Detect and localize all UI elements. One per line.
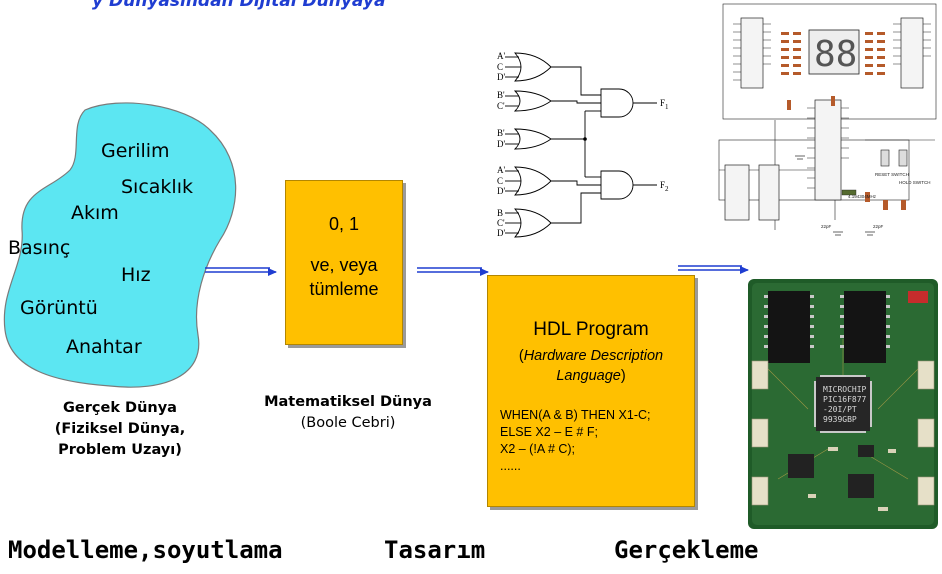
cap-label: 22pF bbox=[873, 224, 884, 229]
svg-text:88: 88 bbox=[814, 34, 857, 75]
math-op-complement: tümleme bbox=[309, 279, 379, 299]
label-design: Tasarım bbox=[384, 536, 486, 564]
quantity-image: Görüntü bbox=[20, 297, 98, 319]
decoder-chip-right bbox=[900, 17, 924, 89]
chip-label-line: 9939GBP bbox=[823, 415, 857, 424]
math-box: 0, 1 ve, veya tümleme bbox=[285, 180, 403, 345]
input-label: C' bbox=[497, 218, 505, 228]
input-label: D' bbox=[497, 186, 505, 196]
physical-world-blob bbox=[3, 102, 237, 388]
input-label: C bbox=[497, 62, 503, 72]
output-label-f1: F1 bbox=[660, 98, 669, 111]
reset-switch-label: RESET SWITCH bbox=[875, 172, 909, 177]
decoder-chip-left bbox=[740, 17, 764, 89]
label-modeling: Modelleme,soyutlama bbox=[8, 536, 283, 564]
arrow-physical-to-math bbox=[205, 267, 277, 276]
quantity-speed: Hız bbox=[121, 264, 151, 286]
quantity-switch: Anahtar bbox=[66, 336, 142, 358]
input-label: C' bbox=[497, 101, 505, 111]
counter-chip-2 bbox=[758, 164, 780, 221]
quantity-temperature: Sıcaklık bbox=[121, 176, 193, 198]
input-label: B bbox=[497, 208, 503, 218]
hdl-subtitle: (Hardware Description Language) bbox=[518, 348, 664, 384]
memory-chip-right bbox=[844, 291, 886, 363]
logic-gate-diagram: A' C D' B' C' B' D' A' C D' B C' D' F1 F… bbox=[497, 43, 687, 248]
cap-label: 22pF bbox=[821, 224, 832, 229]
crystal bbox=[841, 189, 857, 196]
arrow-math-to-hdl bbox=[417, 267, 489, 276]
input-label: D' bbox=[497, 72, 505, 82]
input-label: D' bbox=[497, 139, 505, 149]
microcontroller-chip bbox=[814, 99, 842, 201]
pcb-image: MICROCHIP PIC16F877 -20I/PT 9939GBP bbox=[748, 279, 938, 529]
small-chip-left bbox=[788, 454, 814, 478]
chip-label-line: PIC16F877 bbox=[823, 395, 867, 404]
hold-switch-label: HOLD SWITCH bbox=[899, 180, 931, 185]
arrow-hdl-to-hardware bbox=[678, 265, 749, 274]
seven-segment-display: 88 bbox=[808, 29, 860, 75]
math-values: 0, 1 bbox=[328, 214, 360, 234]
quantity-current: Akım bbox=[71, 202, 119, 224]
hdl-program-box: HDL Program (Hardware Description Langua… bbox=[487, 275, 695, 507]
chip-label-line: MICROCHIP bbox=[823, 385, 867, 394]
input-label: A' bbox=[497, 165, 505, 175]
math-op-and-or: ve, veya bbox=[310, 255, 378, 275]
label-implementation: Gerçekleme bbox=[614, 536, 759, 564]
top-heading: y Dünyasından Dijital Dünyaya bbox=[92, 0, 386, 11]
small-chip-right bbox=[848, 474, 874, 498]
hdl-code: WHEN(A & B) THEN X1-C; ELSE X2 – E # F; … bbox=[500, 408, 651, 473]
counter-chip bbox=[724, 164, 750, 221]
input-label: B' bbox=[497, 128, 505, 138]
quantity-pressure: Basınç bbox=[8, 237, 71, 259]
input-label: B' bbox=[497, 90, 505, 100]
resistor-array-left bbox=[781, 32, 801, 75]
physical-world-caption: Gerçek Dünya (Fiziksel Dünya, Problem Uz… bbox=[54, 400, 186, 458]
math-caption: Matematiksel Dünya (Boole Cebri) bbox=[264, 394, 432, 431]
input-label: A' bbox=[497, 51, 505, 61]
crystal-label: 4.194304MHz bbox=[848, 194, 877, 199]
input-label: D' bbox=[497, 228, 505, 238]
input-label: C bbox=[497, 176, 503, 186]
resistor-array-right bbox=[865, 32, 885, 75]
side-connectors bbox=[751, 360, 935, 506]
quantity-voltage: Gerilim bbox=[101, 140, 170, 162]
memory-chip-left bbox=[768, 291, 810, 363]
microcontroller-chip bbox=[816, 377, 870, 431]
red-connector bbox=[908, 291, 928, 303]
switches bbox=[880, 149, 908, 167]
chip-label-line: -20I/PT bbox=[823, 405, 857, 414]
hdl-title: HDL Program bbox=[533, 319, 649, 340]
output-label-f2: F2 bbox=[660, 180, 669, 193]
circuit-schematic: 88 RESET SWITCH HOLD SWITCH 4.194304MHz … bbox=[715, 0, 942, 246]
